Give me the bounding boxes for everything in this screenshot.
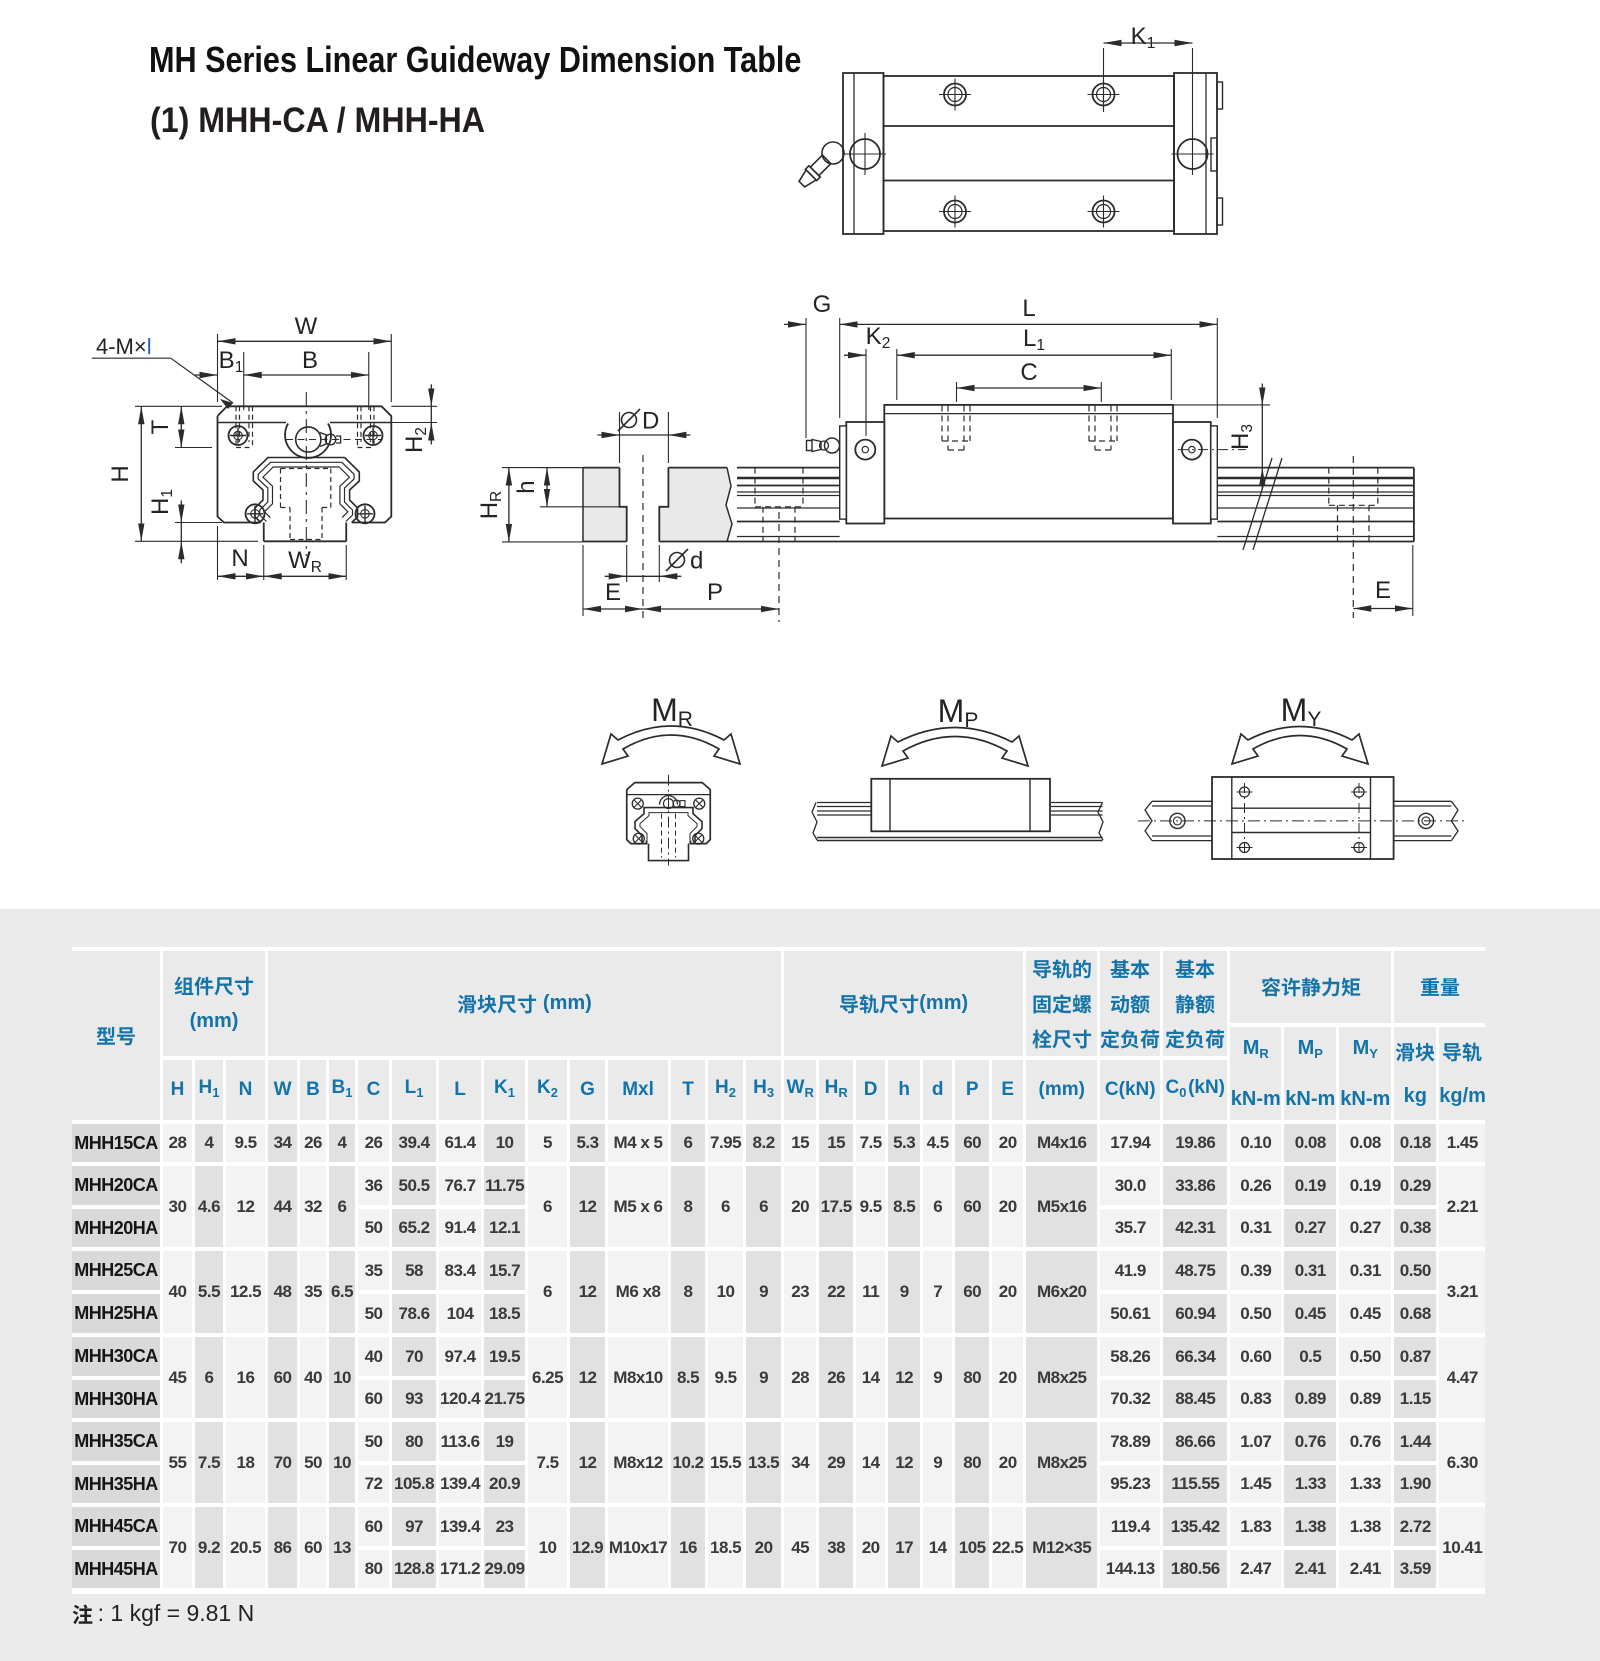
svg-text:H: H	[107, 465, 134, 482]
svg-text:h: h	[513, 480, 540, 493]
svg-text:H1: H1	[147, 489, 176, 515]
svg-text:MP: MP	[938, 693, 979, 732]
svg-text:T: T	[147, 419, 174, 434]
svg-text:H3: H3	[1227, 424, 1256, 450]
svg-text:L: L	[1022, 295, 1035, 322]
svg-text:B: B	[302, 347, 318, 374]
svg-text:P: P	[707, 579, 723, 606]
svg-text:W: W	[295, 313, 318, 340]
svg-text:B1: B1	[219, 347, 244, 376]
svg-text:H2: H2	[401, 427, 430, 453]
svg-text:d: d	[690, 548, 703, 575]
svg-text:MY: MY	[1281, 692, 1322, 731]
svg-text:4-M×l: 4-M×l	[96, 334, 152, 359]
svg-text:WR: WR	[288, 547, 322, 576]
svg-text:K2: K2	[866, 323, 891, 352]
svg-text:C: C	[1020, 359, 1037, 386]
svg-text:HR: HR	[476, 491, 505, 520]
svg-text:G: G	[813, 291, 832, 318]
svg-text:E: E	[1375, 577, 1391, 604]
svg-text:L1: L1	[1023, 325, 1045, 354]
svg-text:N: N	[231, 545, 248, 572]
svg-text:K1: K1	[1131, 23, 1156, 52]
svg-text:D: D	[642, 408, 659, 435]
svg-text:E: E	[605, 579, 621, 606]
